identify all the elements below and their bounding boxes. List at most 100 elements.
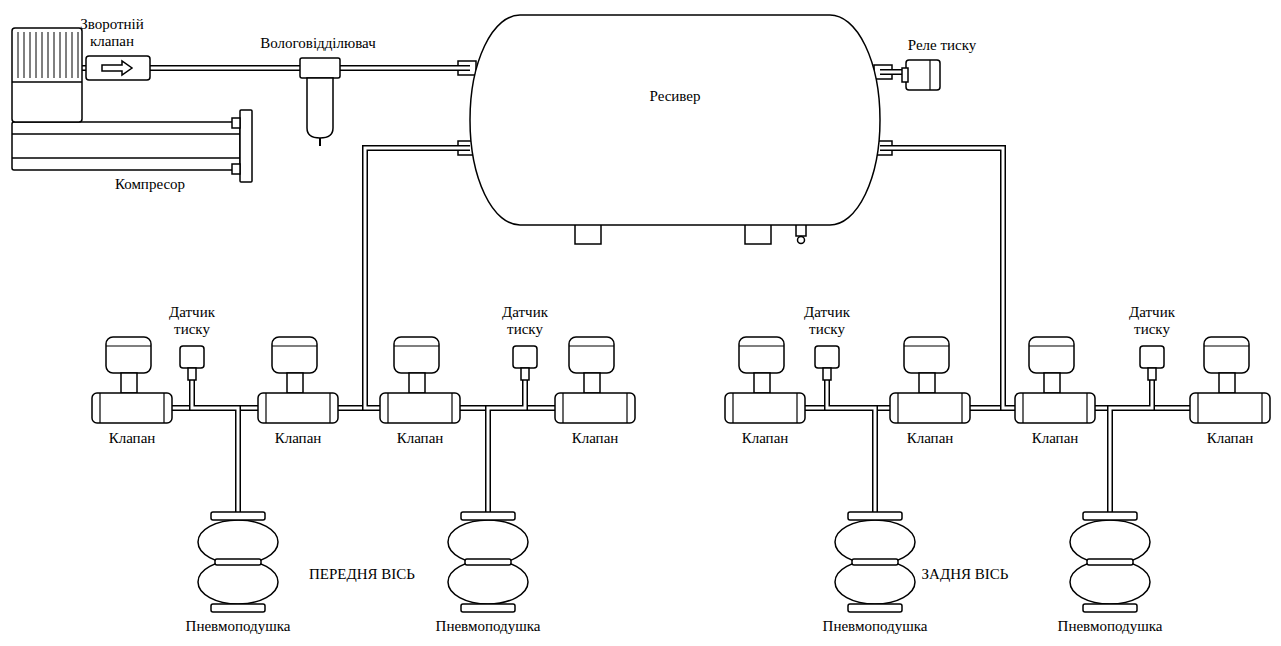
sensor-stem (823, 368, 831, 380)
pressure-relay-outline (902, 60, 940, 90)
cooling-fin (66, 32, 67, 78)
valve-fitting (265, 393, 266, 423)
compressor-cylinder (12, 122, 240, 170)
pipe-bore (880, 148, 1003, 408)
air-pipe (488, 380, 525, 512)
valve-fitting (626, 393, 627, 423)
pipe-bore (150, 67, 300, 70)
air-pipe (880, 69, 902, 75)
top-plate (1083, 512, 1137, 520)
coil-rim (1029, 345, 1074, 346)
top-plate (211, 512, 265, 520)
component-label: Датчик тиску (490, 304, 560, 339)
compressor-rib (12, 133, 240, 135)
component-label: Клапан (109, 430, 156, 447)
valve-fitting (387, 393, 388, 423)
air-pipe-group (1110, 380, 1152, 512)
relay-body (906, 60, 940, 90)
solenoid-valve-outline (380, 337, 460, 423)
flange-bolt (232, 118, 240, 128)
air-spring: Пневмоподушка (1069, 512, 1151, 612)
sensor-stem (1148, 368, 1156, 380)
cooling-fin (72, 32, 73, 78)
valve-fitting (732, 393, 733, 423)
sensor-head (1140, 346, 1164, 368)
solenoid-coil (106, 337, 151, 373)
valve-fitting (1086, 393, 1087, 423)
bellows-ring (448, 560, 528, 604)
solenoid-valve: Клапан (92, 337, 172, 423)
valve-neck (754, 373, 770, 393)
pressure-sensor: Датчик тиску (513, 346, 537, 380)
receiver-shell (470, 15, 880, 225)
bellows-girdle (215, 559, 261, 565)
check-valve-outline (86, 56, 150, 80)
pressure-sensor: Датчик тиску (180, 346, 204, 380)
component-label: Клапан (907, 430, 954, 447)
bottom-plate (461, 604, 515, 612)
cooling-fin (24, 32, 25, 78)
moisture-separator: Вологовідділювач (300, 58, 340, 146)
solenoid-valve: Клапан (1015, 337, 1095, 423)
valve-body (258, 393, 338, 423)
coil-rim (106, 345, 151, 346)
solenoid-coil (739, 337, 784, 373)
coil-rim (569, 345, 614, 346)
coil-rim (394, 345, 439, 346)
compressor-rib (12, 157, 240, 159)
component-label: Клапан (572, 430, 619, 447)
cooling-fin (42, 32, 43, 78)
air-spring-outline (1069, 512, 1151, 612)
pressure-sensor: Датчик тиску (1140, 346, 1164, 380)
component-label: Датчик тиску (157, 304, 227, 339)
component-label: Вологовідділювач (260, 35, 375, 52)
component-label: Пневмоподушка (436, 618, 541, 635)
solenoid-valve: Клапан (1190, 337, 1270, 423)
air-pipe-group (880, 148, 1015, 408)
valve-neck (121, 373, 137, 393)
air-pipe-group (338, 148, 470, 408)
cooling-fin (36, 32, 37, 78)
component-label: Датчик тиску (792, 304, 862, 339)
coil-rim (1204, 345, 1249, 346)
solenoid-valve: Клапан (725, 337, 805, 423)
pressure-sensor-outline (1140, 346, 1164, 380)
bellows-ring (448, 520, 528, 564)
component-label: Зворотній клапан (71, 16, 153, 51)
air-spring: Пневмоподушка (447, 512, 529, 612)
valve-fitting (1022, 393, 1023, 423)
cooling-fin (48, 32, 49, 78)
valve-fitting (961, 393, 962, 423)
pipe-bore (338, 148, 470, 408)
component-label: Пневмоподушка (186, 618, 291, 635)
valve-body (725, 393, 805, 423)
valve-neck (409, 373, 425, 393)
relay-stem (902, 68, 908, 82)
component-label: Датчик тиску (1117, 304, 1187, 339)
sensor-stem (188, 368, 196, 380)
valve-fitting (329, 393, 330, 423)
drain-valve (798, 237, 805, 244)
moisture-separator-outline (300, 58, 340, 146)
valve-body (380, 393, 460, 423)
air-spring-outline (834, 512, 916, 612)
valve-neck (919, 373, 935, 393)
bellows-ring (835, 560, 915, 604)
valve-body (555, 393, 635, 423)
pressure-sensor-outline (180, 346, 204, 380)
valve-neck (287, 373, 303, 393)
relay-seam (929, 60, 930, 90)
top-plate (848, 512, 902, 520)
air-pipe (880, 148, 1015, 408)
check-valve-body (86, 56, 150, 80)
air-pipe (338, 148, 470, 408)
solenoid-valve-outline (1015, 337, 1095, 423)
air-pipe-group (192, 380, 238, 512)
solenoid-valve: Клапан (380, 337, 460, 423)
component-label: Пневмоподушка (823, 618, 928, 635)
valve-fitting (1261, 393, 1262, 423)
component-label: Пневмоподушка (1058, 618, 1163, 635)
component-label: Клапан (1207, 430, 1254, 447)
component-label: Клапан (1032, 430, 1079, 447)
